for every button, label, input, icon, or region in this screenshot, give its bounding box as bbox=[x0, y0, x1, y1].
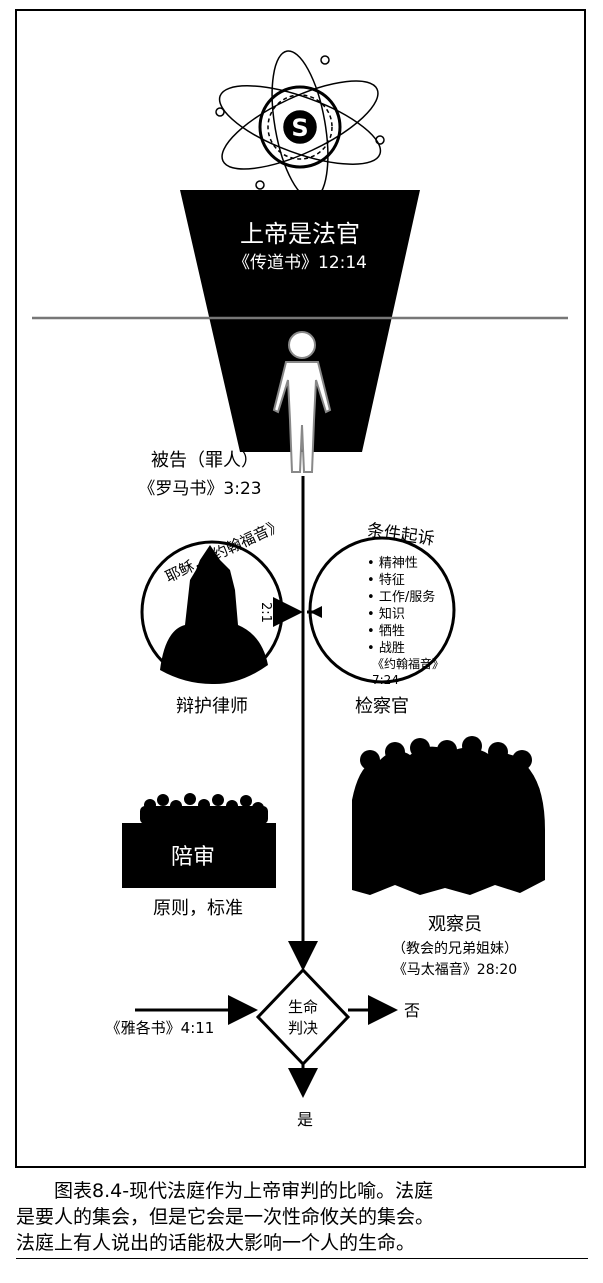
jury-crowd-icon bbox=[140, 793, 268, 824]
defense-circle-ref: 2:1 bbox=[258, 602, 273, 623]
atom-logo-icon: S bbox=[215, 50, 385, 200]
frame-border bbox=[15, 9, 586, 1168]
list-item: • 战胜 bbox=[367, 641, 405, 656]
observers-label: 观察员 bbox=[428, 914, 482, 935]
jury-label: 原则，标准 bbox=[153, 898, 243, 919]
prosecutor-ref: 《约翰福音》 bbox=[372, 656, 444, 671]
judge-bench bbox=[180, 190, 420, 452]
verdict-line1: 生命 bbox=[288, 998, 318, 1016]
list-item: • 特征 bbox=[367, 573, 405, 588]
figure-caption: 图表8.4-现代法庭作为上帝审判的比喻。法庭 是要人的集会，但是它会是一次性命攸… bbox=[16, 1178, 588, 1259]
prosecutor-label: 检察官 bbox=[355, 696, 409, 717]
defense-circle: 耶稣，《约翰福音》 2:1 bbox=[140, 516, 285, 685]
verdict-line2: 判决 bbox=[288, 1019, 318, 1037]
caption-line: 是要人的集会，但是它会是一次性命攸关的集会。 bbox=[16, 1206, 435, 1228]
defendant-label: 被告（罪人） bbox=[151, 450, 259, 471]
defendant-ref: 《罗马书》3:23 bbox=[138, 479, 261, 499]
defense-label: 辩护律师 bbox=[176, 696, 248, 717]
jury-box bbox=[122, 823, 276, 888]
prosecutor-list: • 精神性 • 特征 • 工作/服务 • 知识 • 牺牲 • 战胜 《约翰福音》… bbox=[367, 556, 444, 687]
list-item: • 牺牲 bbox=[367, 624, 405, 639]
svg-text:S: S bbox=[291, 114, 308, 142]
verdict-input-ref: 《雅各书》4:11 bbox=[106, 1019, 215, 1037]
verdict-diamond bbox=[255, 967, 351, 1067]
defendant-figure-icon bbox=[272, 331, 332, 473]
verdict-yes: 是 bbox=[297, 1110, 313, 1129]
observers-ref: 《马太福音》28:20 bbox=[393, 961, 517, 978]
judge-ref: 《传道书》12:14 bbox=[233, 253, 367, 273]
jury-box-label: 陪审 bbox=[171, 845, 215, 870]
caption-line: 法庭上有人说出的话能极大影响一个人的生命。 bbox=[16, 1232, 416, 1254]
observers-crowd-icon bbox=[352, 736, 545, 895]
jesus-silhouette-icon bbox=[160, 545, 268, 685]
caption-line: 图表8.4-现代法庭作为上帝审判的比喻。法庭 bbox=[16, 1180, 434, 1202]
verdict-no: 否 bbox=[404, 1001, 420, 1020]
observers-sub: （教会的兄弟姐妹） bbox=[392, 941, 518, 957]
prosecutor-ref-verse: 7:24 bbox=[372, 673, 399, 687]
list-item: • 工作/服务 bbox=[367, 589, 435, 605]
prosecutor-circle bbox=[308, 536, 456, 684]
judge-title: 上帝是法官 bbox=[240, 220, 360, 248]
list-item: • 知识 bbox=[367, 606, 405, 622]
list-item: • 精神性 bbox=[367, 556, 418, 571]
